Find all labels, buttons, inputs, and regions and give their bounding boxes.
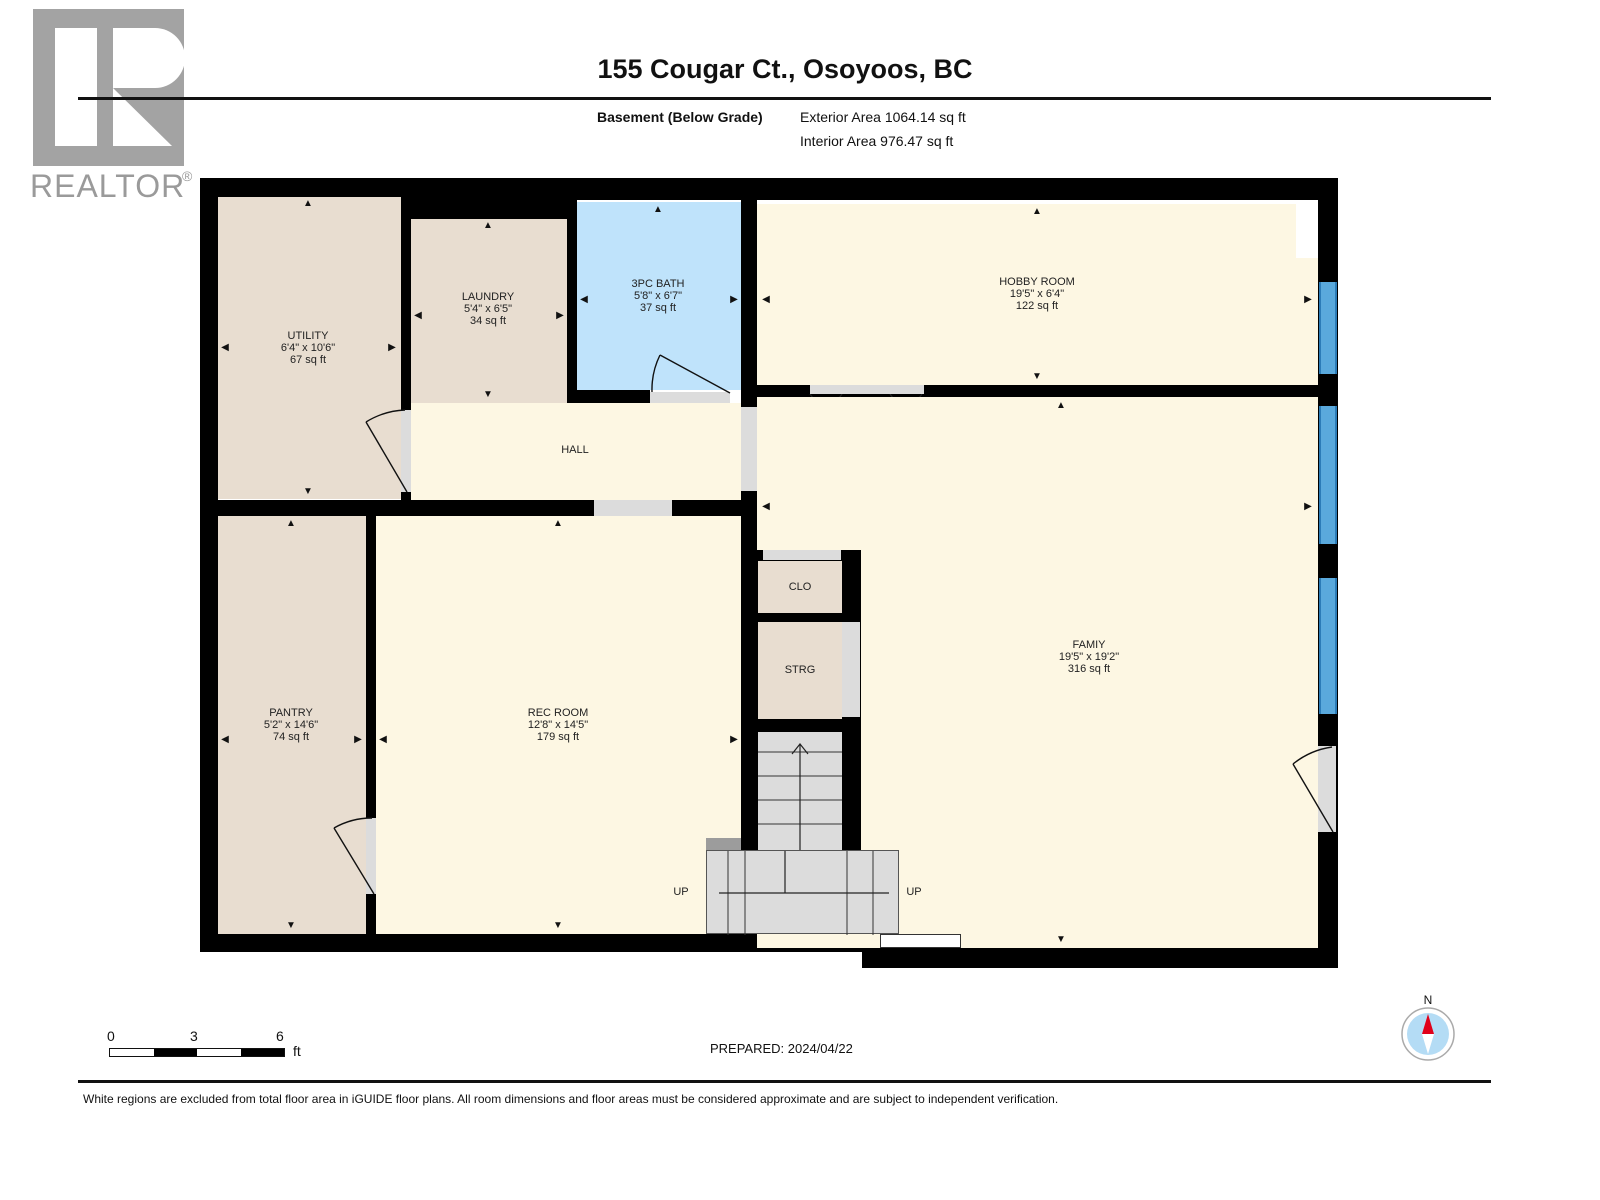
room-hobby bbox=[757, 204, 1296, 385]
dim-arrow-icon: ◀ bbox=[221, 734, 229, 745]
landing-treads-icon bbox=[719, 851, 889, 935]
realtor-r-icon bbox=[55, 28, 185, 146]
dim-arrow-icon: ▲ bbox=[553, 518, 563, 529]
dim-arrow-icon: ▶ bbox=[556, 310, 564, 321]
page-title: 155 Cougar Ct., Osoyoos, BC bbox=[597, 54, 973, 84]
room-label-strg: STRG bbox=[784, 664, 816, 676]
room-label-laundry: LAUNDRY 5'4" x 6'5" 34 sq ft bbox=[461, 291, 515, 327]
dim-arrow-icon: ▲ bbox=[483, 220, 493, 231]
pantry-door-opening bbox=[366, 818, 376, 894]
bath-door-opening bbox=[650, 392, 730, 403]
scale-bar bbox=[109, 1048, 285, 1057]
room-pantry bbox=[218, 516, 366, 934]
interior-area: Interior Area 976.47 sq ft bbox=[800, 133, 954, 149]
room-label-utility: UTILITY 6'4" x 10'6" 67 sq ft bbox=[280, 330, 336, 366]
room-label-clo: CLO bbox=[788, 581, 812, 593]
room-rec bbox=[376, 516, 741, 934]
dim-arrow-icon: ◀ bbox=[762, 501, 770, 512]
room-hobby-alcove bbox=[1296, 258, 1318, 385]
compass-icon bbox=[1401, 1007, 1455, 1061]
closet-door-opening bbox=[763, 550, 841, 560]
dim-arrow-icon: ▶ bbox=[730, 294, 738, 305]
stair-treads-icon bbox=[758, 743, 842, 850]
scale-label-zero: 0 bbox=[107, 1028, 115, 1044]
realtor-logo-mark bbox=[33, 9, 185, 166]
hall-rec-opening bbox=[594, 500, 672, 516]
scale-label-mid: 3 bbox=[190, 1028, 198, 1044]
room-label-bath: 3PC BATH 5'8" x 6'7" 37 sq ft bbox=[631, 278, 685, 314]
compass-north-label: N bbox=[1423, 993, 1433, 1007]
dim-arrow-icon: ◀ bbox=[414, 310, 422, 321]
wall-bath-bottom bbox=[567, 390, 650, 403]
wall-utility-laundry bbox=[401, 197, 411, 500]
dim-arrow-icon: ▲ bbox=[653, 204, 663, 215]
room-utility bbox=[218, 197, 401, 499]
registered-mark: ® bbox=[182, 168, 193, 184]
dim-arrow-icon: ◀ bbox=[762, 294, 770, 305]
dim-arrow-icon: ◀ bbox=[379, 734, 387, 745]
floor-label: Basement (Below Grade) bbox=[597, 109, 763, 125]
white-excluded-region bbox=[880, 934, 961, 948]
wall-bath-hobby bbox=[741, 197, 757, 407]
stairs-up-label-left: UP bbox=[673, 886, 689, 898]
wall-pantry-rec bbox=[366, 516, 376, 934]
room-label-hobby: HOBBY ROOM 19'5" x 6'4" 122 sq ft bbox=[999, 276, 1075, 312]
room-label-hall: HALL bbox=[561, 444, 589, 456]
dim-arrow-icon: ▶ bbox=[1304, 501, 1312, 512]
dim-arrow-icon: ▲ bbox=[1032, 206, 1042, 217]
prepared-date: PREPARED: 2024/04/22 bbox=[710, 1041, 853, 1056]
floor-plan: ▲ ▼ ◀ ▶ ▲ ▼ ◀ ▶ ▲ ◀ ▶ ▲ ▼ ◀ ▶ ▲ ▼ ◀ ▶ ▲ … bbox=[200, 178, 1338, 968]
stairs-landing bbox=[706, 850, 899, 935]
title-divider bbox=[78, 97, 1491, 100]
wall-rec-family bbox=[741, 491, 757, 851]
dim-arrow-icon: ▶ bbox=[388, 342, 396, 353]
north-compass: N bbox=[1400, 994, 1456, 1064]
dim-arrow-icon: ▶ bbox=[730, 734, 738, 745]
hall-utility-door-opening bbox=[401, 410, 411, 492]
disclaimer: White regions are excluded from total fl… bbox=[83, 1092, 1059, 1106]
dim-arrow-icon: ▼ bbox=[483, 389, 493, 400]
wall-laundry-bath bbox=[567, 197, 577, 403]
family-exterior-door-opening bbox=[1318, 746, 1336, 832]
scale-unit: ft bbox=[293, 1043, 301, 1059]
dim-arrow-icon: ◀ bbox=[221, 342, 229, 353]
door-swing-icons bbox=[333, 354, 1334, 895]
room-hall bbox=[411, 403, 741, 500]
dim-arrow-icon: ▼ bbox=[286, 920, 296, 931]
dim-arrow-icon: ▼ bbox=[553, 920, 563, 931]
hall-family-opening bbox=[741, 407, 757, 491]
dim-arrow-icon: ▶ bbox=[354, 734, 362, 745]
stairs-up-label-right: UP bbox=[906, 886, 922, 898]
window-family-lower bbox=[1319, 578, 1337, 714]
strg-door-opening bbox=[842, 622, 860, 717]
exterior-area: Exterior Area 1064.14 sq ft bbox=[800, 109, 966, 125]
outer-wall-bottom-left bbox=[200, 934, 864, 952]
outer-wall-left bbox=[200, 178, 218, 952]
wall-laundry-top bbox=[401, 197, 577, 219]
outer-wall-top bbox=[200, 178, 1338, 200]
dim-arrow-icon: ▲ bbox=[303, 198, 313, 209]
dim-arrow-icon: ▲ bbox=[286, 518, 296, 529]
footer-divider bbox=[78, 1080, 1491, 1083]
dim-arrow-icon: ▶ bbox=[1304, 294, 1312, 305]
hobby-bifold-door-opening bbox=[810, 385, 924, 394]
room-clo bbox=[758, 561, 842, 613]
window-family-upper bbox=[1319, 406, 1337, 544]
window-hobby bbox=[1319, 282, 1337, 374]
dim-arrow-icon: ◀ bbox=[580, 294, 588, 305]
outer-wall-bottom-right bbox=[862, 948, 1338, 968]
dim-arrow-icon: ▼ bbox=[1032, 371, 1042, 382]
dim-arrow-icon: ▲ bbox=[1056, 400, 1066, 411]
stairs-upper bbox=[758, 732, 842, 850]
stair-post bbox=[706, 838, 741, 850]
dim-arrow-icon: ▼ bbox=[1056, 934, 1066, 945]
room-label-pantry: PANTRY 5'2" x 14'6" 74 sq ft bbox=[263, 707, 319, 743]
room-label-family: FAMIY 19'5" x 19'2" 316 sq ft bbox=[1058, 639, 1120, 675]
room-strg bbox=[758, 622, 842, 719]
room-label-rec: REC ROOM 12'8" x 14'5" 179 sq ft bbox=[527, 707, 589, 743]
dim-arrow-icon: ▼ bbox=[303, 486, 313, 497]
scale-label-end: 6 bbox=[276, 1028, 284, 1044]
realtor-wordmark: REALTOR bbox=[30, 168, 186, 204]
room-laundry bbox=[411, 219, 567, 403]
